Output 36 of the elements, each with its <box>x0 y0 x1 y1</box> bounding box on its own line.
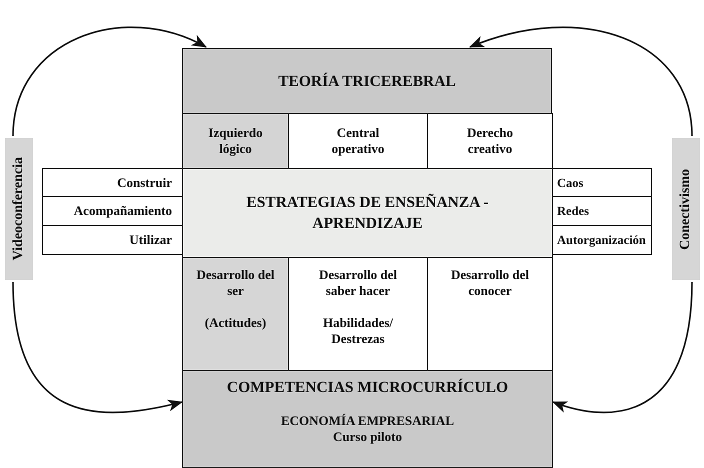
list-cell <box>42 168 183 197</box>
label-text: Acompañamiento <box>74 203 172 219</box>
list-cell <box>552 168 652 197</box>
label-text: (Actitudes) <box>204 315 266 331</box>
list-cell <box>552 225 652 255</box>
category-cell <box>182 257 289 371</box>
side-label <box>5 138 33 280</box>
heading-text: ESTRATEGIAS DE ENSEÑANZA - APRENDIZAJE <box>245 192 490 234</box>
heading-text: TEORÍA TRICEREBRAL <box>278 72 456 92</box>
curved-arrow <box>12 282 183 414</box>
label-text: Redes <box>557 203 589 219</box>
label-text: Desarrollo del ser <box>195 267 276 299</box>
label-text: Desarrollo del saber hacer <box>318 267 398 299</box>
label-text: ECONOMÍA EMPRESARIAL <box>281 413 454 429</box>
side-label <box>672 138 700 280</box>
label-text: Construir <box>117 174 172 190</box>
curved-arrow <box>552 282 693 414</box>
label-text: Caos <box>557 174 584 190</box>
curved-arrow <box>12 26 207 136</box>
list-cell <box>42 225 183 255</box>
label-text: Izquierdo lógico <box>207 125 264 157</box>
label-text: Videoconferencia <box>11 157 27 261</box>
label-text: Derecho creativo <box>466 125 514 157</box>
label-text: Utilizar <box>129 232 172 248</box>
label-text: Habilidades/ Destrezas <box>322 315 394 347</box>
category-cell <box>182 113 289 169</box>
label-text: Central operativo <box>330 125 386 157</box>
heading-box <box>182 370 553 468</box>
heading-box <box>182 48 552 114</box>
heading-box <box>182 168 553 258</box>
label-text: Autorganización <box>557 232 646 248</box>
heading-text: COMPETENCIAS MICROCURRÍCULO <box>226 378 508 398</box>
label-text: Desarrollo del conocer <box>450 267 530 299</box>
label-text: Conectivismo <box>678 168 694 250</box>
label-text: Curso piloto <box>333 429 402 445</box>
curved-arrow <box>469 26 693 136</box>
